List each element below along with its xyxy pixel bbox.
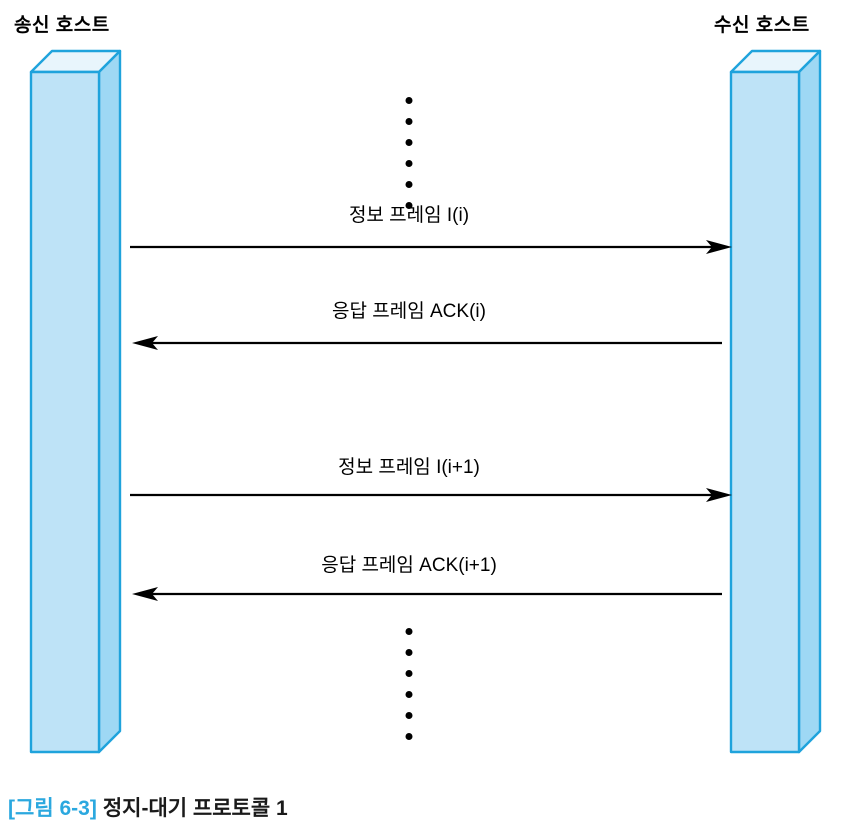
message-arrow-4-left xyxy=(132,587,722,601)
ellipsis-dot xyxy=(405,691,413,698)
ellipsis-dot xyxy=(405,97,413,104)
message-arrow-2-left xyxy=(132,336,722,350)
message-label-3: 정보 프레임 I(i+1) xyxy=(338,457,480,478)
ellipsis-dot xyxy=(405,628,413,635)
ellipsis-dot xyxy=(405,733,413,740)
ellipsis-dot xyxy=(405,181,413,188)
message-label-2: 응답 프레임 ACK(i) xyxy=(332,301,486,322)
sender-host-box xyxy=(24,46,132,776)
sender-host-label: 송신 호스트 xyxy=(14,15,110,36)
receiver-host-box xyxy=(724,46,832,776)
box-side-face xyxy=(97,49,122,754)
box-front-face xyxy=(729,70,801,754)
ellipsis-dot xyxy=(405,139,413,146)
message-label-1: 정보 프레임 I(i) xyxy=(348,205,470,226)
ellipsis-dot xyxy=(405,160,413,167)
box-side-face xyxy=(797,49,822,754)
ellipsis-dot xyxy=(405,118,413,125)
message-arrow-3-right xyxy=(130,488,732,502)
caption-text: 정지-대기 프로토콜 1 xyxy=(102,797,288,820)
caption-number: [그림 6-3] xyxy=(8,797,97,820)
message-arrow-1-right xyxy=(130,240,732,254)
message-label-4: 응답 프레임 ACK(i+1) xyxy=(321,555,497,576)
ellipsis-top xyxy=(405,97,413,223)
ellipsis-dot xyxy=(405,670,413,677)
receiver-host-label: 수신 호스트 xyxy=(714,15,810,36)
ellipsis-dot xyxy=(405,202,413,209)
ellipsis-dot xyxy=(405,712,413,719)
ellipsis-dot xyxy=(405,649,413,656)
ellipsis-bottom xyxy=(405,628,413,754)
box-front-face xyxy=(29,70,101,754)
figure-caption: [그림 6-3]정지-대기 프로토콜 1 xyxy=(8,796,288,821)
